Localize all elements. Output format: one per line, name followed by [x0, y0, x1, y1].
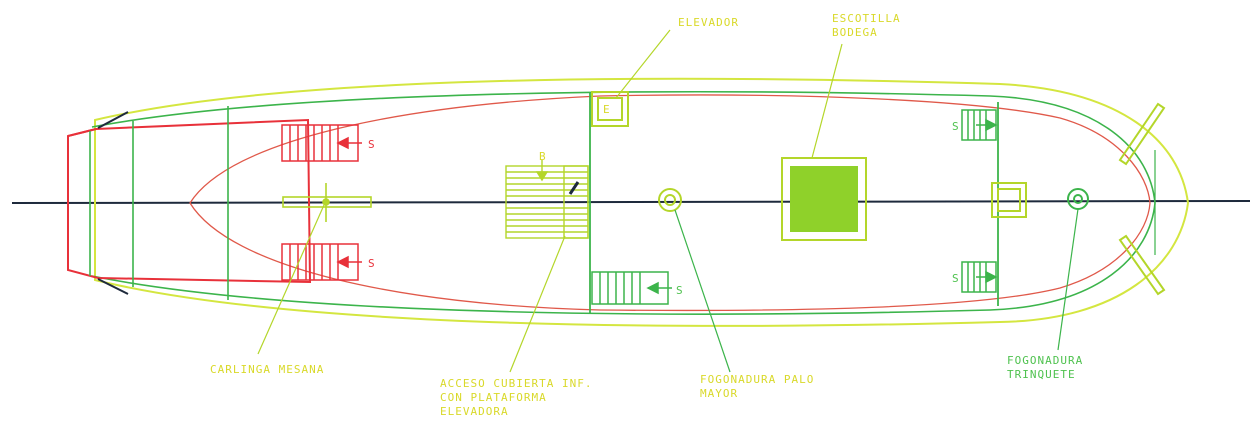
- escotilla-leader: [811, 43, 843, 159]
- stair-aft-upper-label: S: [368, 138, 376, 151]
- foremast-partner: [1067, 188, 1089, 210]
- inner-bulwark: [189, 94, 1151, 312]
- elevator-box: [591, 91, 629, 127]
- stair-fwd-upper: [961, 109, 998, 141]
- stair-aft-lower-label: S: [368, 257, 376, 270]
- e-marker: E: [603, 103, 611, 116]
- elevador-leader: [615, 29, 671, 99]
- label-fogonadura-palo-2: MAYOR: [700, 387, 738, 400]
- stair-aft-lower: [281, 243, 362, 281]
- trinquete-leader: [1057, 208, 1079, 351]
- label-escotilla-2: BODEGA: [832, 26, 878, 39]
- label-fogonadura-trinquete-2: TRINQUETE: [1007, 368, 1076, 381]
- stern-frames: [89, 106, 229, 300]
- outer-hull: [94, 77, 1190, 327]
- label-fogonadura-trinquete-1: FOGONADURA: [1007, 354, 1083, 367]
- stair-fwd-lower: [961, 261, 998, 293]
- label-fogonadura-palo-1: FOGONADURA PALO: [700, 373, 814, 386]
- b-marker: B: [539, 150, 547, 163]
- stair-aft-upper: [281, 124, 362, 162]
- carlinga-leader: [257, 204, 325, 355]
- bow-catheads: [1118, 102, 1166, 296]
- acceso-leader: [509, 235, 566, 373]
- label-acceso-1: ACCESO CUBIERTA INF.: [440, 377, 592, 390]
- label-acceso-2: CON PLATAFORMA: [440, 391, 547, 404]
- label-elevador: ELEVADOR: [678, 16, 739, 29]
- label-acceso-3: ELEVADORA: [440, 405, 509, 418]
- stern-transom: [67, 118, 312, 284]
- stair-fwd-upper-label: S: [952, 120, 960, 133]
- access-hatch: [505, 160, 589, 239]
- label-carlinga-mesana: CARLINGA MESANA: [210, 363, 324, 376]
- stair-mid-label: S: [676, 284, 684, 297]
- forward-box: [991, 182, 1027, 218]
- label-escotilla-1: ESCOTILLA: [832, 12, 901, 25]
- centerline: [11, 200, 1251, 204]
- main-mast-partner: [658, 188, 682, 212]
- stair-mid: [591, 271, 672, 305]
- mizzen-step: [282, 183, 372, 222]
- stair-fwd-lower-label: S: [952, 272, 960, 285]
- cargo-hatch: [781, 157, 867, 241]
- palo-mayor-leader: [674, 209, 731, 373]
